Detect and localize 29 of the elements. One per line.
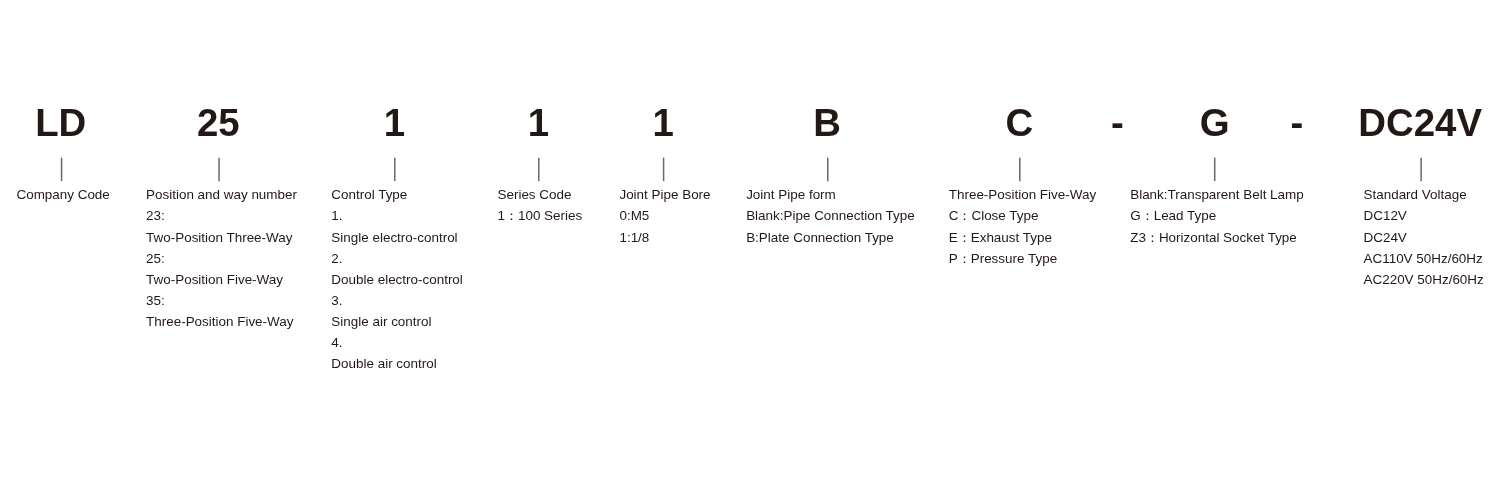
node-text: Control Type 1. Single electro-control 2. Double electro-control 3. Single air control 4. Double air control bbox=[331, 187, 463, 372]
node-text: Company Code bbox=[16, 187, 110, 203]
node-text: Joint Pipe Bore 0:M5 1:1/8 bbox=[619, 187, 711, 245]
label: - bbox=[1111, 101, 1124, 145]
connector bbox=[60, 156, 63, 182]
node-text: DC24V bbox=[1358, 101, 1483, 145]
connector bbox=[218, 156, 220, 182]
connector bbox=[1019, 156, 1021, 182]
node-text: C bbox=[1005, 101, 1034, 145]
node-text: 1 bbox=[383, 101, 406, 145]
node-text: B bbox=[813, 101, 842, 145]
connector bbox=[1420, 156, 1422, 182]
connector bbox=[662, 156, 665, 182]
connector bbox=[538, 156, 540, 182]
node-text: 1 bbox=[527, 101, 550, 145]
node-text: 1 bbox=[652, 101, 674, 145]
connector bbox=[1213, 156, 1216, 182]
node-text: Position and way number 23: Two-Position Three-Way 25: Two-Position Five-Way 35: Three-Position Five-Way bbox=[146, 187, 297, 330]
connector bbox=[394, 156, 396, 182]
node-text: Three-Position Five-Way C：Close Type E：Exhaust Type P：Pressure Type bbox=[948, 187, 1097, 266]
node-text: LD bbox=[35, 101, 87, 145]
node-text: 25 bbox=[196, 101, 240, 145]
label: - bbox=[1290, 101, 1304, 145]
node-text: Standard Voltage DC12V DC24V AC110V 50Hz/60Hz AC220V 50Hz/60Hz bbox=[1363, 187, 1484, 287]
node-text: Joint Pipe form Blank:Pipe Connection Type B:Plate Connection Type bbox=[746, 187, 915, 245]
node-text: G bbox=[1199, 101, 1230, 145]
node-text: Series Code 1：100 Series bbox=[497, 187, 583, 224]
node-text: Blank:Transparent Belt Lamp G：Lead Type Z3：Horizontal Socket Type bbox=[1130, 187, 1304, 245]
connector bbox=[827, 156, 829, 182]
